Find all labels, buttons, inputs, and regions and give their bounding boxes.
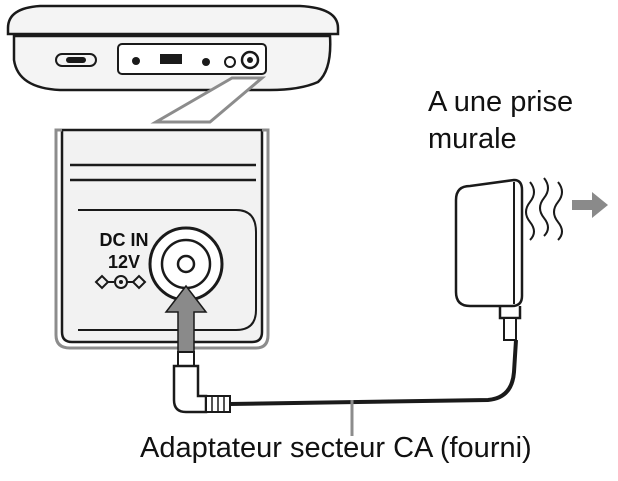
- callout-connector: [150, 76, 267, 124]
- voltage-label: 12V: [107, 252, 141, 272]
- ac-adapter: [454, 178, 524, 341]
- wall-wavy-lines: [525, 177, 563, 241]
- ac-adapter-label: Adaptateur secteur CA (fourni): [140, 432, 532, 464]
- jack-recess: [78, 209, 257, 331]
- dc-plug: [172, 351, 231, 414]
- usb-port: [160, 54, 182, 64]
- outlet-arrow: [572, 192, 608, 218]
- power-switch: [55, 53, 97, 67]
- magnified-panel: [54, 128, 270, 350]
- dc-in-port-small: [240, 50, 260, 70]
- power-cable: [229, 339, 518, 406]
- dvd-player: [6, 4, 340, 92]
- dvd-player-lid: [6, 4, 340, 36]
- wall-outlet-label-line2: murale: [428, 123, 517, 155]
- wall-outlet-label-line1: A une prise: [428, 86, 574, 118]
- dc-in-label: DC IN: [99, 230, 149, 250]
- polarity-symbol: [94, 274, 147, 290]
- ports-panel: [117, 43, 267, 75]
